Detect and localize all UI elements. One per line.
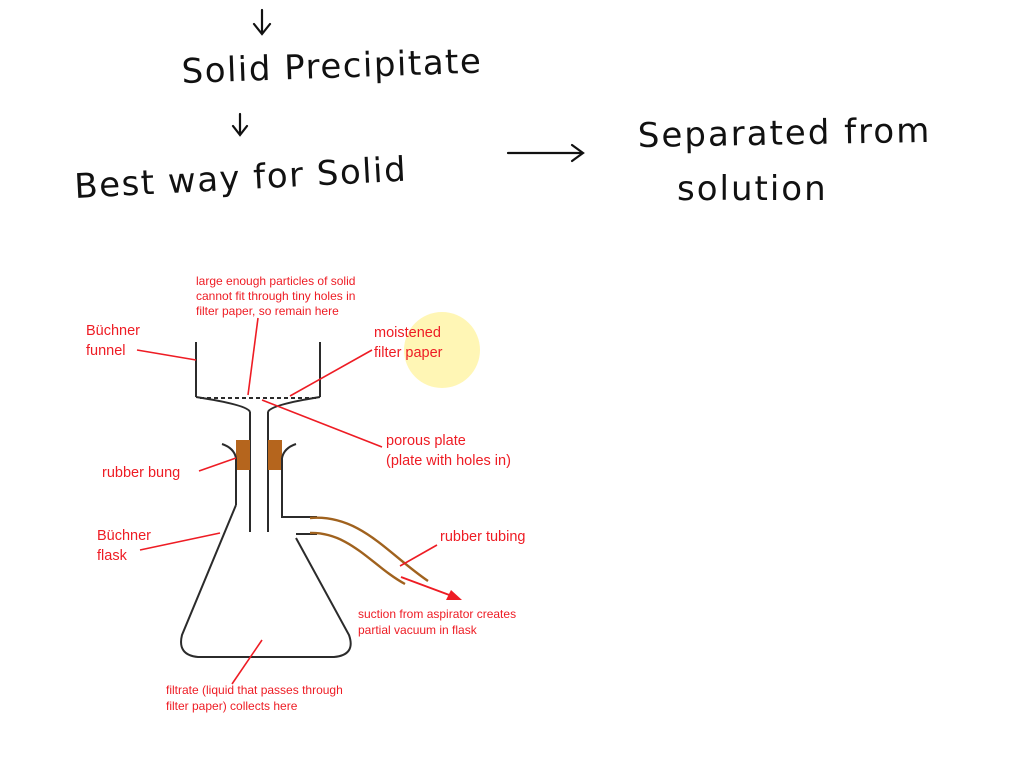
buchner-apparatus-diagram: large enough particles of solid cannot f…	[86, 274, 525, 713]
label-buchner-funnel: Büchner	[86, 323, 140, 339]
down-arrow-icon	[231, 112, 249, 137]
label-moistened-filter-paper: filter paper	[374, 345, 443, 361]
label-porous-plate: (plate with holes in)	[386, 453, 511, 469]
down-arrow-icon	[252, 8, 272, 36]
label-rubber-bung: rubber bung	[102, 465, 180, 481]
buchner-flask	[180, 443, 352, 658]
label-suction: suction from aspirator creates	[358, 607, 516, 621]
handwritten-notes: Solid Precipitate Best way for Solid Sep…	[73, 8, 932, 209]
label-buchner-flask: Büchner	[97, 528, 151, 544]
note-solid-precipitate: Solid Precipitate	[181, 42, 483, 92]
buchner-funnel	[195, 342, 321, 532]
suction-arrow-icon	[400, 576, 462, 600]
rubber-tubing	[309, 516, 429, 586]
label-suction: partial vacuum in flask	[358, 623, 478, 637]
note-best-way: Best way for Solid	[73, 150, 408, 207]
rubber-bung	[268, 440, 282, 470]
rubber-bung	[236, 440, 250, 470]
label-leader-lines	[136, 317, 438, 685]
label-filtrate: filter paper) collects here	[166, 699, 298, 713]
right-arrow-icon	[506, 143, 585, 163]
label-moistened-filter-paper: moistened	[374, 325, 441, 341]
note-separated-from: Separated from	[637, 111, 931, 156]
label-buchner-flask: flask	[97, 548, 128, 564]
label-filtrate: filtrate (liquid that passes through	[166, 683, 343, 697]
note-solution: solution	[677, 169, 828, 209]
label-porous-plate: porous plate	[386, 433, 466, 449]
pointer-highlight	[404, 312, 480, 388]
label-rubber-tubing: rubber tubing	[440, 529, 525, 545]
label-buchner-funnel: funnel	[86, 343, 126, 359]
label-solid-note: cannot fit through tiny holes in	[196, 289, 355, 303]
label-solid-note: large enough particles of solid	[196, 274, 355, 288]
diagram-labels: large enough particles of solid cannot f…	[86, 274, 525, 713]
label-solid-note: filter paper, so remain here	[196, 304, 339, 318]
